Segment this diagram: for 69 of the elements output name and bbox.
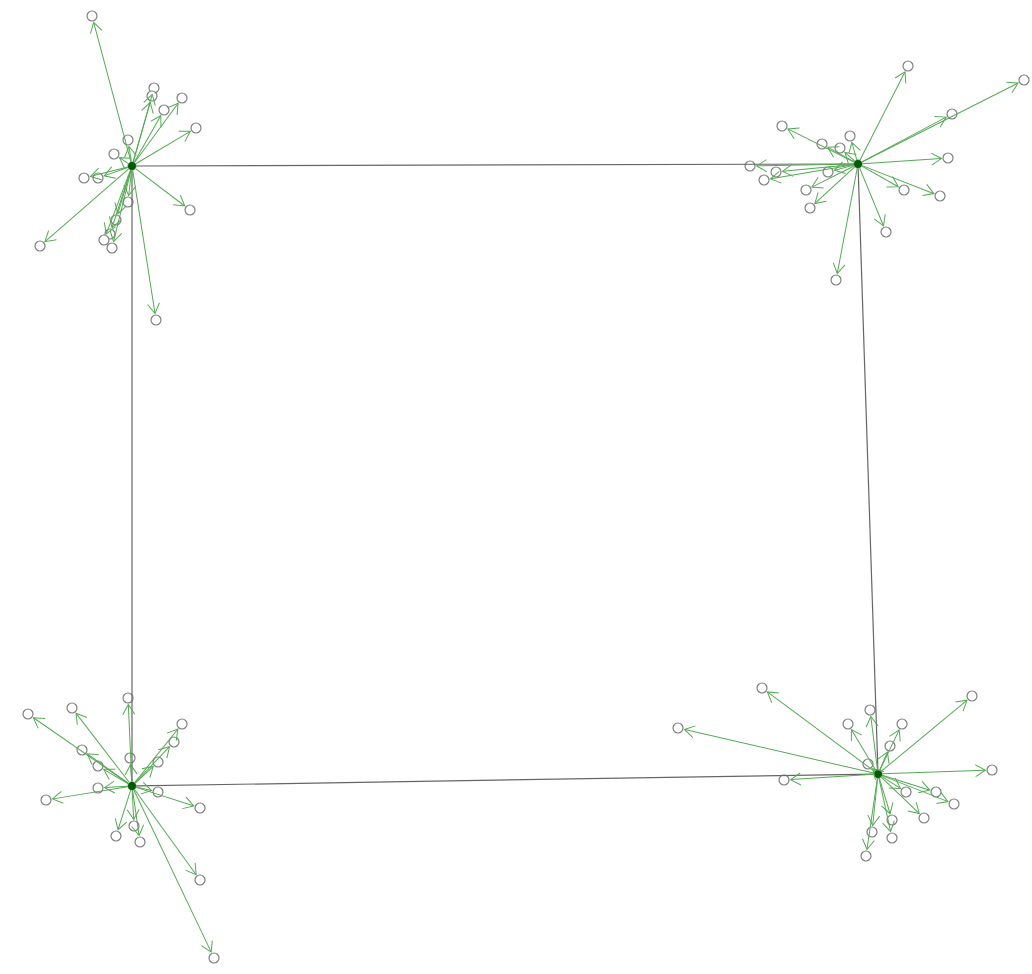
arrow [103, 768, 129, 785]
arrow [880, 776, 920, 814]
arrow [123, 169, 137, 196]
arrow [135, 786, 195, 810]
connector-line [857, 167, 879, 771]
connector-line [135, 163, 855, 167]
arrow [135, 168, 186, 207]
arrow [782, 163, 855, 177]
arrow [880, 699, 968, 772]
arrow [881, 764, 986, 778]
arrow [861, 777, 878, 850]
connector-line [131, 169, 133, 783]
arrow [861, 165, 899, 188]
arrow [109, 169, 132, 243]
arrow [103, 169, 131, 235]
arrow [833, 161, 855, 175]
arrow [104, 780, 129, 794]
arrow [683, 725, 875, 774]
arrow [134, 102, 179, 163]
arrow [132, 169, 160, 314]
arrow [89, 21, 132, 163]
arrow [861, 165, 935, 197]
arrow [124, 146, 137, 163]
arrow [877, 751, 890, 771]
arrow [865, 716, 879, 771]
arrow [114, 789, 132, 831]
arrow [134, 765, 154, 784]
arrow [867, 777, 881, 826]
arrow [135, 130, 191, 165]
arrow [881, 775, 901, 789]
arrow [827, 146, 855, 163]
arrow [879, 729, 901, 771]
arrow [766, 691, 875, 772]
arrow [135, 781, 153, 795]
arrow [133, 789, 213, 953]
arrow [770, 164, 855, 184]
arrow [86, 753, 129, 784]
arrow [861, 152, 942, 166]
connector-line [135, 773, 875, 787]
arrow [881, 775, 949, 804]
arrow [878, 777, 895, 833]
arrow [881, 774, 931, 794]
arrow [134, 728, 179, 784]
arrow [75, 712, 130, 783]
arrow [756, 159, 855, 173]
arrow [134, 789, 197, 876]
arrow [814, 166, 856, 205]
arrow [859, 167, 886, 227]
arrow [878, 777, 894, 815]
arrow [124, 764, 138, 783]
arrow [861, 116, 947, 163]
arrow [118, 157, 132, 169]
arrow [44, 168, 130, 243]
arrow [126, 789, 140, 820]
arrow [134, 746, 170, 784]
arrow [859, 71, 907, 161]
arrow [132, 101, 154, 163]
arrow [133, 115, 162, 163]
arrow [131, 789, 145, 836]
arrow [89, 166, 129, 181]
arrow [844, 151, 857, 164]
arrow [811, 165, 855, 189]
arrow [848, 141, 861, 161]
arrow [103, 166, 129, 179]
arrow [832, 167, 858, 275]
arrow [790, 772, 875, 786]
arrow [52, 786, 129, 804]
arrow [850, 729, 877, 771]
arrow [787, 127, 855, 163]
